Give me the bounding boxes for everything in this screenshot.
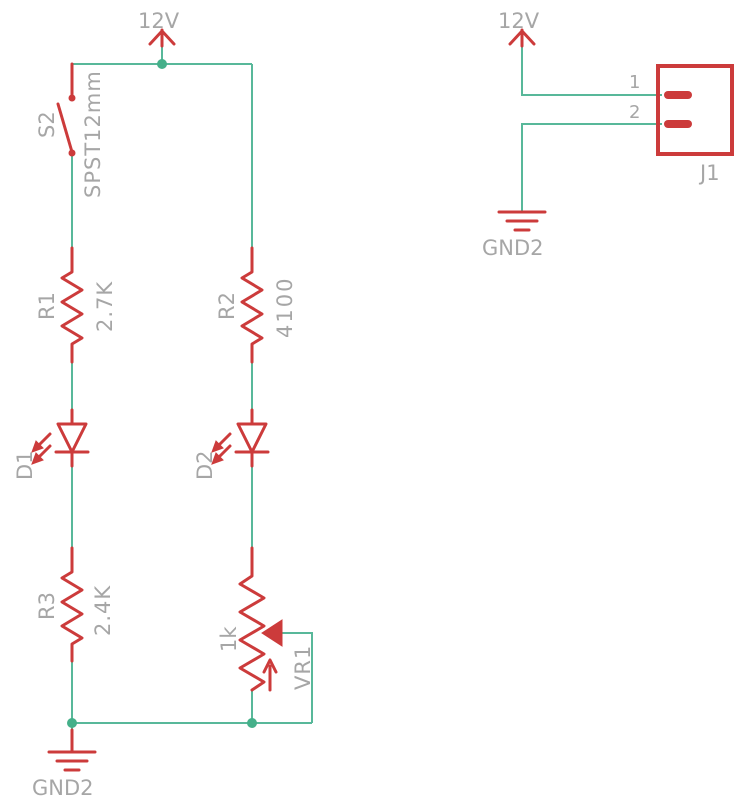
ground-label-right: GND2 bbox=[482, 236, 544, 260]
potentiometer-vr1: 1k VR1 bbox=[217, 546, 315, 692]
vr1-name: VR1 bbox=[291, 645, 315, 690]
d2-name: D2 bbox=[193, 450, 217, 480]
switch-s2: S2 SPST12mm bbox=[35, 62, 105, 198]
junction-supply bbox=[157, 59, 167, 69]
ground-symbol-left: GND2 bbox=[32, 728, 97, 800]
connector-j1: 1 2 J1 bbox=[629, 64, 734, 185]
resistor-r2: R2 4100 bbox=[215, 246, 297, 364]
switch-contact-bottom bbox=[68, 149, 76, 157]
wire-j1-pin1 bbox=[521, 46, 662, 96]
j1-pin-1-label: 1 bbox=[629, 72, 640, 93]
switch-value: SPST12mm bbox=[81, 70, 105, 198]
resistor-r3: R3 2.4K bbox=[35, 546, 115, 663]
resistor-r1: R1 2.7K bbox=[35, 246, 117, 364]
r3-name: R3 bbox=[35, 592, 59, 620]
supply-symbol-right: 12V bbox=[498, 9, 540, 48]
r2-value: 4100 bbox=[273, 277, 297, 338]
r1-value: 2.7K bbox=[93, 281, 117, 332]
wire-j1-pin2 bbox=[521, 123, 662, 212]
j1-name: J1 bbox=[698, 161, 720, 185]
supply-label-left: 12V bbox=[138, 9, 180, 33]
junction-ground-right bbox=[247, 718, 257, 728]
wires bbox=[71, 46, 662, 751]
d2-triangle bbox=[236, 422, 268, 454]
d1-triangle bbox=[56, 422, 88, 454]
wire-wiper-loop bbox=[278, 632, 313, 723]
r3-value: 2.4K bbox=[91, 585, 115, 636]
vr1-value: 1k bbox=[217, 626, 241, 652]
supply-symbol-left: 12V bbox=[138, 9, 180, 48]
switch-name: S2 bbox=[35, 111, 59, 138]
r1-name: R1 bbox=[35, 292, 59, 320]
vr1-wiper-arrow bbox=[261, 619, 283, 647]
j1-pin-2-label: 2 bbox=[629, 102, 640, 123]
r2-name: R2 bbox=[215, 292, 239, 320]
led-d2: D2 bbox=[193, 408, 270, 480]
led-d1: D1 bbox=[13, 408, 90, 480]
d1-name: D1 bbox=[13, 450, 37, 480]
ground-label-left: GND2 bbox=[32, 776, 94, 800]
j1-body bbox=[656, 64, 734, 156]
supply-label-right: 12V bbox=[498, 9, 540, 33]
junction-ground-left bbox=[67, 718, 77, 728]
ground-symbol-right: GND2 bbox=[482, 210, 547, 260]
